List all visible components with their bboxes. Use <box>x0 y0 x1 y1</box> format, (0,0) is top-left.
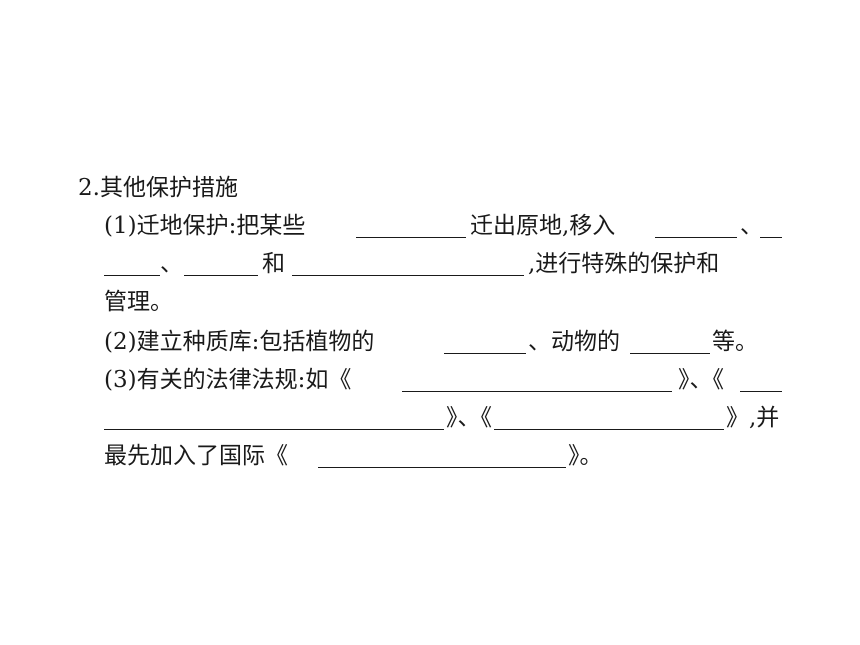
item3-text-and: 》,并 <box>726 405 780 431</box>
item2-blank-plant <box>444 353 526 354</box>
item1-text-manage: 管理。 <box>104 289 173 315</box>
item2-text-etc: 等。 <box>712 329 758 355</box>
item1-text-move: 迁出原地,移入 <box>470 213 616 239</box>
item2-text-prefix: (2)建立种质库:包括植物的 <box>104 329 375 355</box>
item1-blank-place3 <box>184 275 258 276</box>
item3-blank-law3 <box>494 429 724 430</box>
item3-blank-law1 <box>402 391 672 392</box>
item1-sep1: 、 <box>740 213 763 239</box>
item1-text-protect: ,进行特殊的保护和 <box>528 251 720 277</box>
item1-text-prefix: (1)迁地保护:把某些 <box>104 213 306 239</box>
item3-text-prefix: (3)有关的法律法规:如《 <box>104 367 352 393</box>
item3-text-end: 》。 <box>568 443 603 469</box>
item1-blank-place1 <box>655 237 737 238</box>
item1-sep2: 、 <box>160 251 183 277</box>
item1-blank-place4 <box>292 275 524 276</box>
section-heading: 2.其他保护措施 <box>78 175 238 201</box>
item3-sep2: 》、《 <box>446 405 492 431</box>
item3-blank-law2-end <box>104 429 444 430</box>
item1-blank-species <box>356 237 466 238</box>
item2-text-animal: 、动物的 <box>528 329 620 355</box>
item1-and: 和 <box>262 251 285 277</box>
item1-blank-place2-start <box>760 237 782 238</box>
item3-sep1: 》、《 <box>678 367 724 393</box>
item3-blank-law2-start <box>740 391 782 392</box>
item1-blank-place2-end <box>104 275 160 276</box>
item2-blank-animal <box>630 353 710 354</box>
item3-blank-convention <box>318 467 566 468</box>
item3-text-intl: 最先加入了国际《 <box>104 443 288 469</box>
